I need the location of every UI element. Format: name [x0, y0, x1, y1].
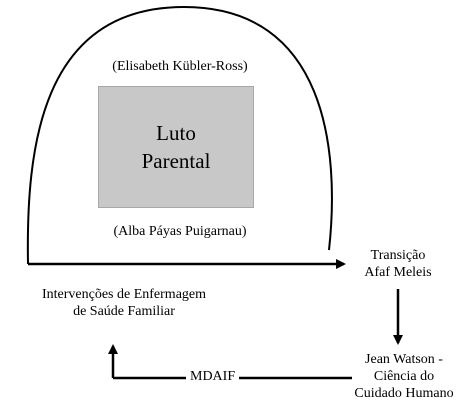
top-author-label: (Elisabeth Kübler-Ross) [112, 59, 248, 74]
bottom-author-label: (Alba Páyas Puigarnau) [113, 224, 247, 239]
intervencoes-line2: de Saúde Familiar [73, 303, 175, 319]
box-line1: Luto [156, 120, 196, 145]
watson-line3: Cuidado Humano [354, 385, 454, 401]
watson-line1: Jean Watson - [365, 352, 443, 367]
mdaif-label: MDAIF [186, 369, 240, 386]
luto-parental-box: Luto Parental [98, 86, 254, 208]
transicao-line2: Afaf Meleis [364, 264, 432, 280]
watson-label: Jean Watson - Ciência do Cuidado Humano [350, 352, 458, 402]
box-line2: Parental [141, 149, 211, 173]
dome-arc [26, 5, 333, 265]
watson-line2: Ciência do [373, 368, 435, 384]
transicao-label: Transição Afaf Meleis [348, 248, 448, 282]
intervencoes-label: Intervenções de Enfermagem de Saúde Fami… [20, 287, 228, 321]
intervencoes-line1: Intervenções de Enfermagem [41, 287, 207, 302]
transicao-line1: Transição [370, 248, 426, 263]
